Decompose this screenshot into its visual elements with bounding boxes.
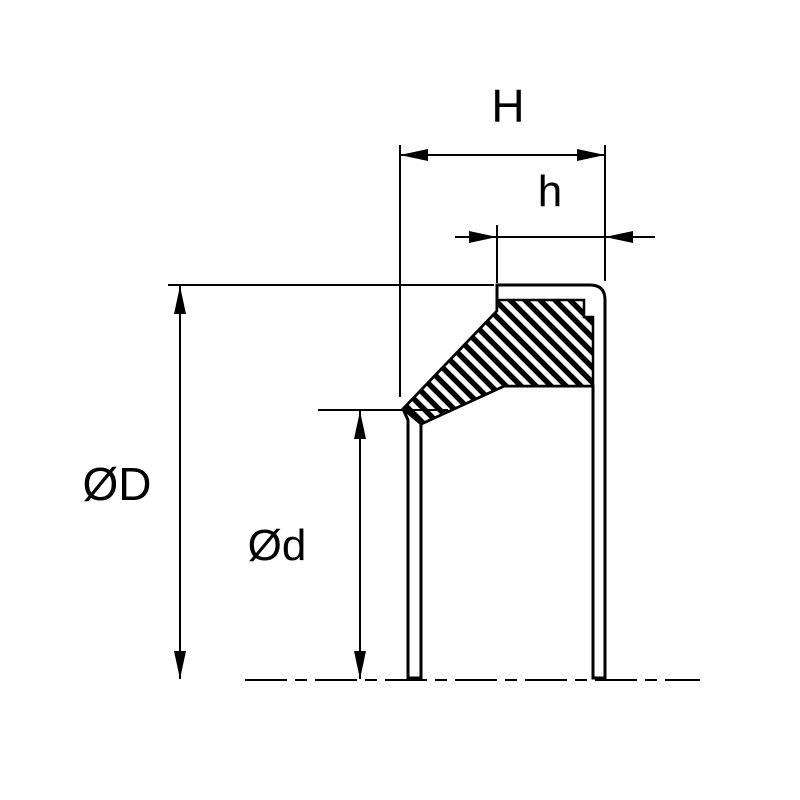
label-H: H (491, 80, 524, 132)
dimension-inner-diameter: Ød (248, 409, 448, 679)
label-Od: Ød (248, 521, 307, 570)
dimension-H: H (399, 80, 606, 397)
H-arrowhead-right (577, 149, 605, 161)
Od-arrowhead-top (354, 411, 366, 439)
OD-arrowhead-bottom (174, 651, 186, 679)
OD-arrowhead-top (174, 286, 186, 314)
Od-arrowhead-bottom (354, 651, 366, 679)
dimension-outer-diameter: ØD (83, 284, 494, 679)
dimension-h: h (455, 167, 655, 283)
H-arrowhead-left (400, 149, 428, 161)
label-OD: ØD (83, 458, 152, 510)
seal-rubber-hatch-region (401, 298, 595, 426)
h-arrowhead-right (605, 231, 633, 243)
seal-profile (401, 283, 607, 680)
label-h: h (538, 167, 562, 216)
h-arrowhead-left (469, 231, 497, 243)
